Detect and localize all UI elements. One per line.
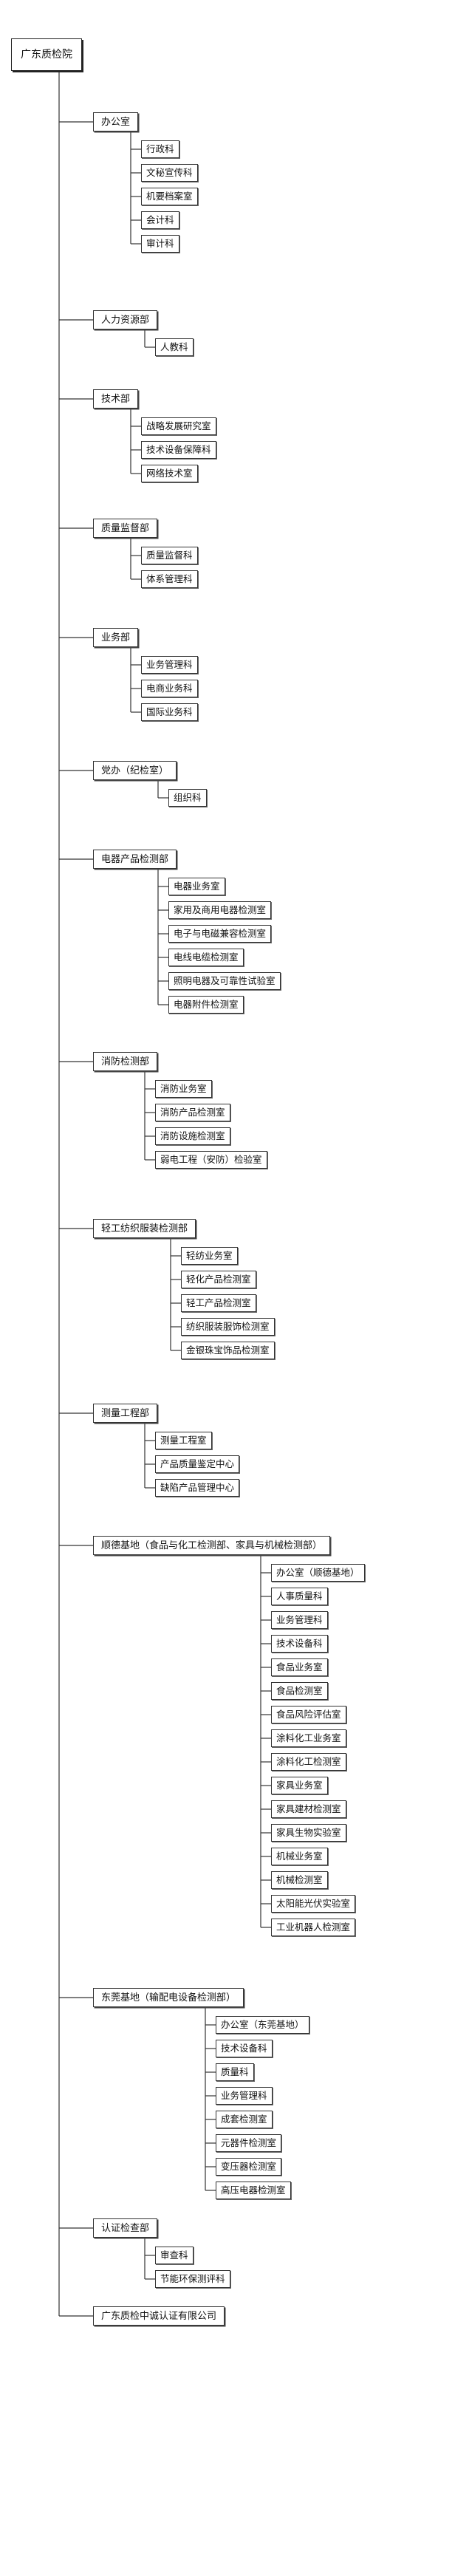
unit-node: 质量监督科 xyxy=(141,547,198,564)
unit-node: 食品风险评估室 xyxy=(271,1706,346,1723)
unit-node: 元器件检测室 xyxy=(216,2134,282,2152)
unit-node: 成套检测室 xyxy=(216,2111,273,2128)
unit-node: 家具建材检测室 xyxy=(271,1800,346,1818)
unit-node: 涂料化工业务室 xyxy=(271,1729,346,1747)
department-node: 党办（纪检室） xyxy=(93,761,177,780)
unit-node: 电线电缆检测室 xyxy=(168,949,244,966)
department-node: 技术部 xyxy=(93,389,139,409)
department-node: 业务部 xyxy=(93,628,139,647)
unit-node: 消防业务室 xyxy=(155,1080,212,1098)
department-node: 认证检查部 xyxy=(93,2218,158,2238)
unit-node: 纺织服装服饰检测室 xyxy=(181,1318,275,1336)
unit-node: 质量科 xyxy=(216,2063,254,2081)
unit-node: 消防设施检测室 xyxy=(155,1127,230,1145)
unit-node: 家具业务室 xyxy=(271,1777,328,1794)
unit-node: 消防产品检测室 xyxy=(155,1104,230,1121)
unit-node: 高压电器检测室 xyxy=(216,2182,291,2199)
department-node: 消防检测部 xyxy=(93,1052,158,1071)
unit-node: 食品业务室 xyxy=(271,1658,328,1676)
unit-node: 技术设备保障科 xyxy=(141,441,216,459)
unit-node: 国际业务科 xyxy=(141,703,198,721)
unit-node: 工业机器人检测室 xyxy=(271,1919,356,1936)
unit-node: 业务管理科 xyxy=(216,2087,273,2105)
unit-node: 金银珠宝饰品检测室 xyxy=(181,1342,275,1359)
unit-node: 业务管理科 xyxy=(141,656,198,674)
unit-node: 产品质量鉴定中心 xyxy=(155,1455,240,1473)
unit-node: 办公室（东莞基地） xyxy=(216,2016,309,2034)
unit-node: 机要档案室 xyxy=(141,188,198,205)
department-node: 广东质检中诚认证有限公司 xyxy=(93,2306,225,2326)
department-node: 办公室 xyxy=(93,112,139,131)
unit-node: 会计科 xyxy=(141,211,179,229)
unit-node: 家具生物实验室 xyxy=(271,1824,346,1842)
unit-node: 电器业务室 xyxy=(168,878,225,895)
unit-node: 缺陷产品管理中心 xyxy=(155,1479,240,1497)
unit-node: 照明电器及可靠性试验室 xyxy=(168,972,281,990)
unit-node: 技术设备科 xyxy=(271,1635,328,1653)
unit-node: 电子与电磁兼容检测室 xyxy=(168,925,272,943)
unit-node: 涂料化工检测室 xyxy=(271,1753,346,1771)
unit-node: 电器附件检测室 xyxy=(168,996,244,1014)
unit-node: 审查科 xyxy=(155,2247,194,2264)
unit-node: 组织科 xyxy=(168,789,207,807)
department-node: 质量监督部 xyxy=(93,519,158,538)
unit-node: 行政科 xyxy=(141,140,179,158)
unit-node: 电商业务科 xyxy=(141,680,198,697)
unit-node: 轻工产品检测室 xyxy=(181,1294,256,1312)
unit-node: 弱电工程（安防）检验室 xyxy=(155,1151,267,1169)
unit-node: 技术设备科 xyxy=(216,2040,273,2057)
unit-node: 网络技术室 xyxy=(141,465,198,482)
unit-node: 人事质量科 xyxy=(271,1588,328,1605)
unit-node: 机械检测室 xyxy=(271,1871,328,1889)
department-node: 电器产品检测部 xyxy=(93,850,177,869)
unit-node: 业务管理科 xyxy=(271,1611,328,1629)
root-node: 广东质检院 xyxy=(11,38,82,71)
unit-node: 办公室（顺德基地） xyxy=(271,1564,365,1582)
unit-node: 太阳能光伏实验室 xyxy=(271,1895,356,1913)
unit-node: 家用及商用电器检测室 xyxy=(168,901,272,919)
unit-node: 体系管理科 xyxy=(141,570,198,588)
department-node: 轻工纺织服装检测部 xyxy=(93,1219,196,1238)
unit-node: 人教科 xyxy=(155,338,194,356)
department-node: 人力资源部 xyxy=(93,310,158,329)
unit-node: 审计科 xyxy=(141,235,179,253)
department-node: 东莞基地（输配电设备检测部） xyxy=(93,1988,244,2007)
department-node: 测量工程部 xyxy=(93,1404,158,1423)
unit-node: 文秘宣传科 xyxy=(141,164,198,182)
unit-node: 变压器检测室 xyxy=(216,2158,282,2176)
department-node: 顺德基地（食品与化工检测部、家具与机械检测部） xyxy=(93,1536,331,1555)
unit-node: 测量工程室 xyxy=(155,1432,212,1449)
unit-node: 轻化产品检测室 xyxy=(181,1271,256,1288)
unit-node: 节能环保测评科 xyxy=(155,2270,230,2288)
unit-node: 机械业务室 xyxy=(271,1848,328,1865)
unit-node: 轻纺业务室 xyxy=(181,1247,238,1265)
unit-node: 食品检测室 xyxy=(271,1682,328,1700)
unit-node: 战略发展研究室 xyxy=(141,417,216,435)
